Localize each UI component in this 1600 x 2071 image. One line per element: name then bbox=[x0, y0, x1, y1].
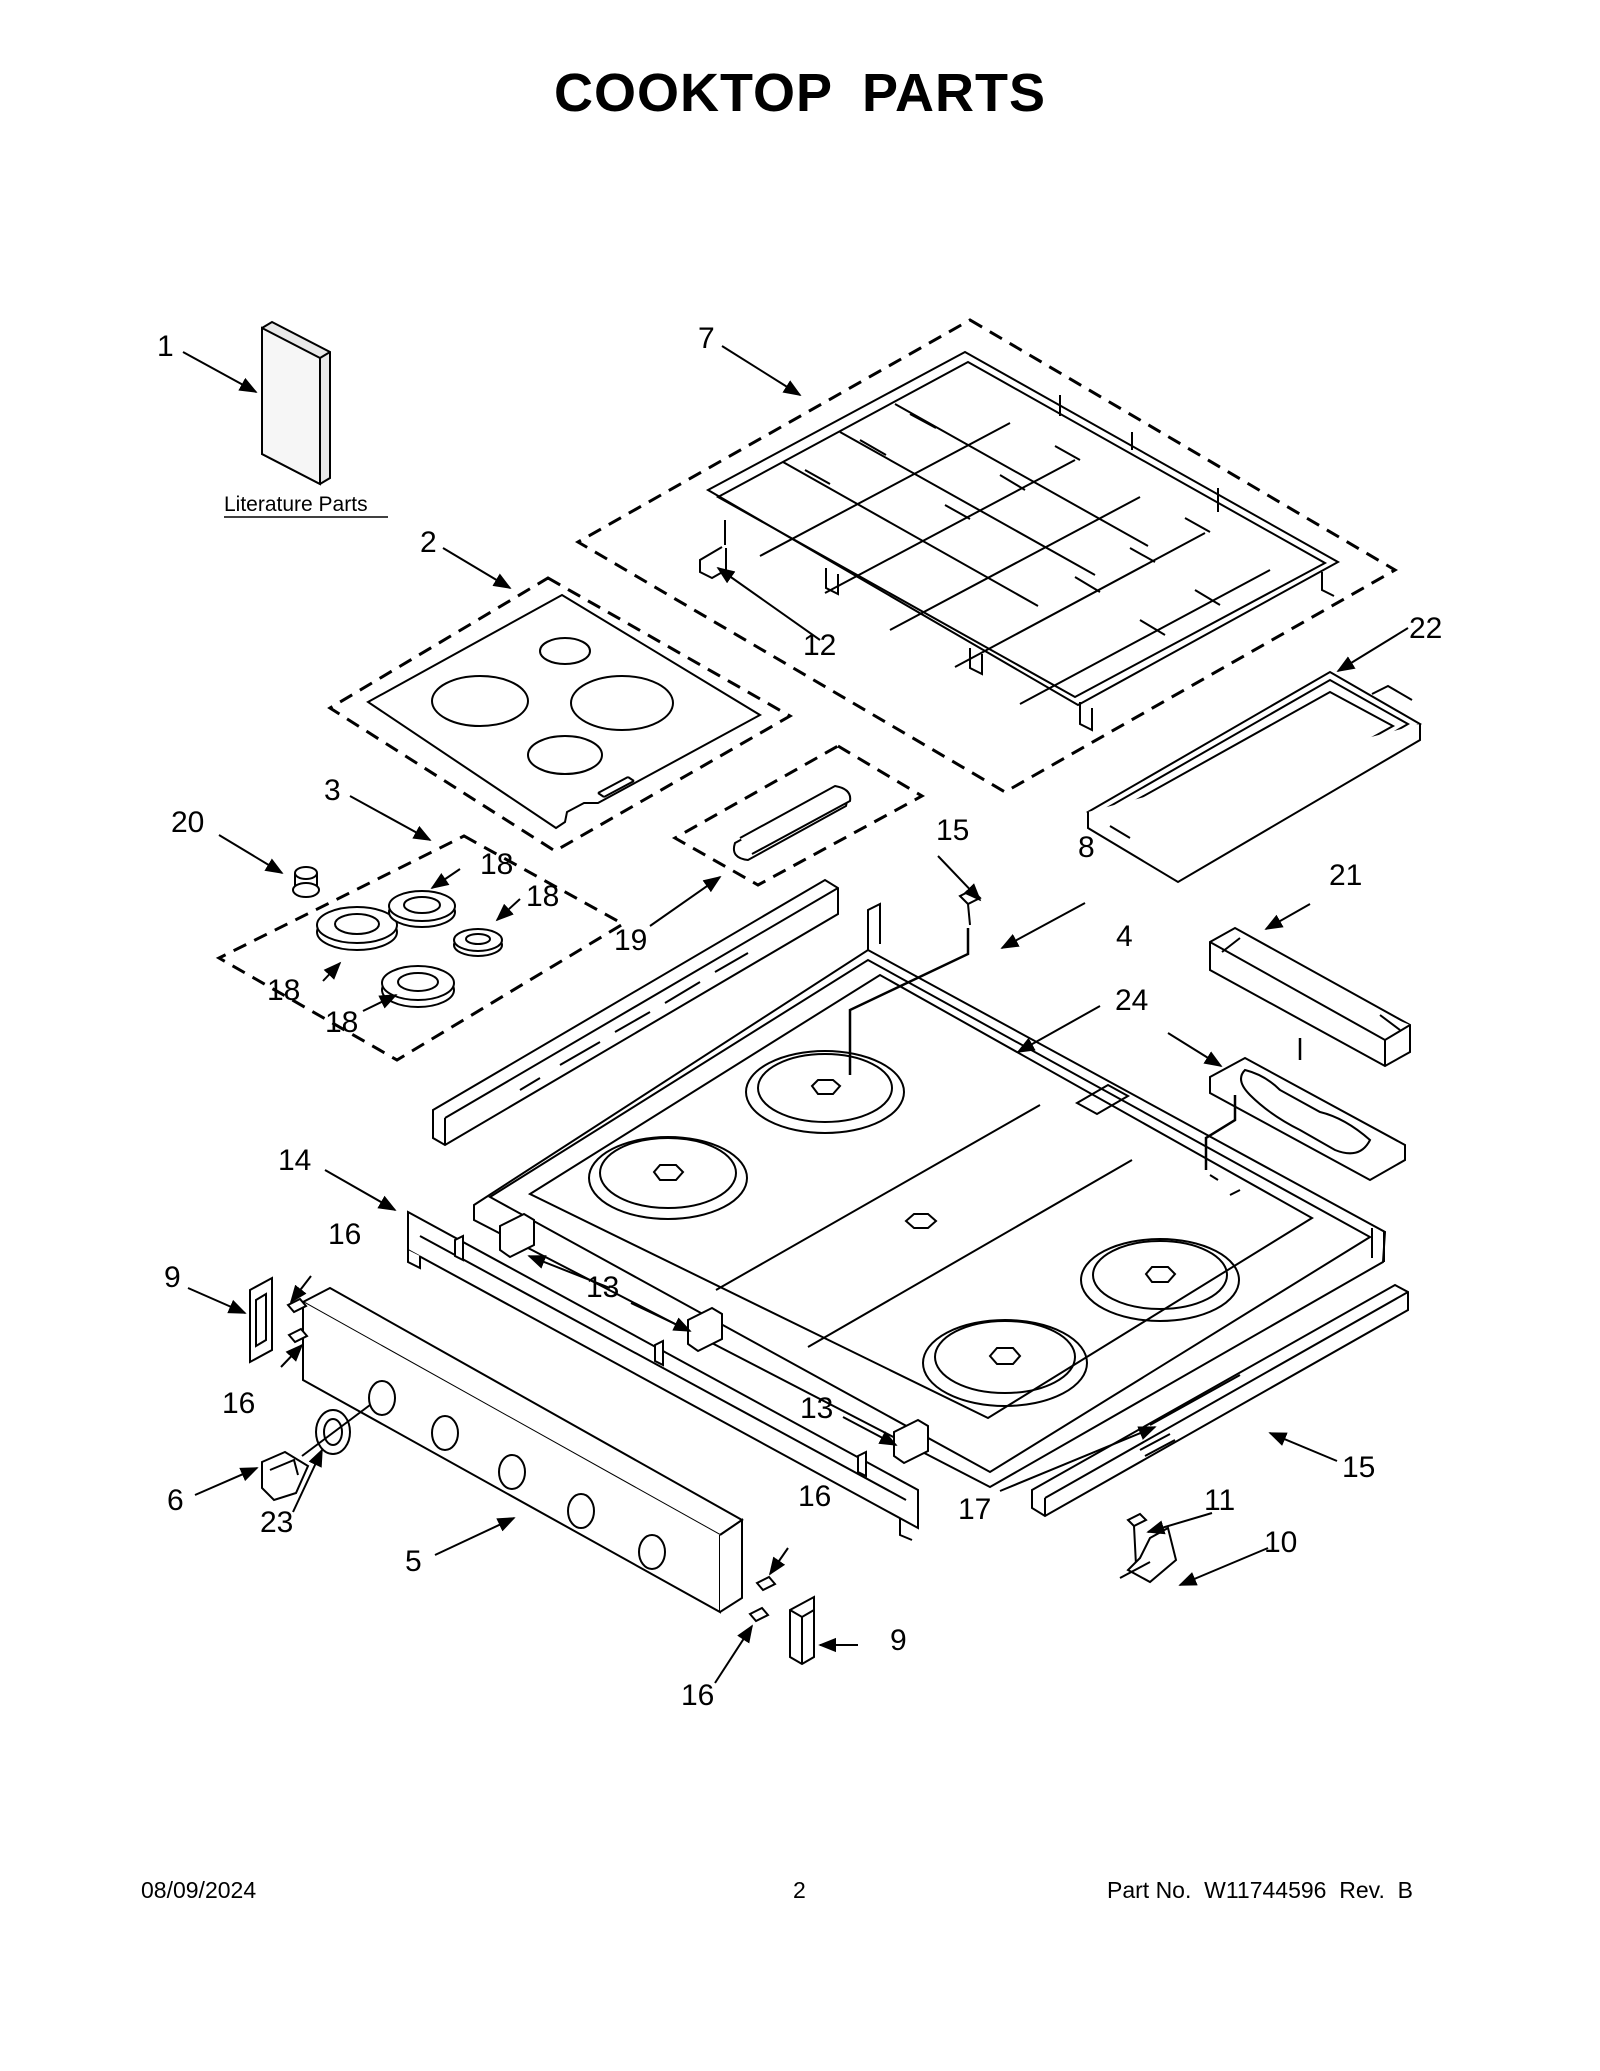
burner-caps bbox=[316, 890, 503, 1008]
burner-cap-small bbox=[453, 928, 503, 957]
cooking-grates bbox=[699, 350, 1341, 732]
grate-group-outline bbox=[574, 318, 1398, 794]
page-title: COOKTOP PARTS bbox=[553, 63, 1047, 123]
control-panel-bracket bbox=[407, 1210, 919, 1541]
callout-9-left: 9 bbox=[164, 1261, 181, 1294]
burner-group-outline bbox=[215, 834, 626, 1062]
griddle-plate bbox=[1086, 670, 1422, 884]
callout-15-right-trim: 15 bbox=[1342, 1451, 1375, 1484]
burner-cap-front bbox=[381, 965, 455, 1008]
callout-numbers: 1 2 3 4 5 6 7 8 9 9 10 11 12 13 13 14 15… bbox=[157, 322, 1442, 1712]
control-panel bbox=[300, 1286, 744, 1614]
callout-17: 17 bbox=[958, 1493, 991, 1526]
callout-16-lower-left: 16 bbox=[222, 1387, 255, 1420]
callout-6: 6 bbox=[167, 1484, 184, 1517]
callout-13-top: 13 bbox=[586, 1271, 619, 1304]
griddle-burner-cover bbox=[732, 784, 852, 862]
callout-18-small: 18 bbox=[526, 880, 559, 913]
callout-19: 19 bbox=[614, 924, 647, 957]
leader-lines bbox=[182, 345, 1409, 1684]
side-trim-left bbox=[432, 878, 839, 1147]
callout-18-rear: 18 bbox=[480, 848, 513, 881]
burner-opening-front-left bbox=[588, 1136, 748, 1220]
callout-16-lower-right: 16 bbox=[681, 1679, 714, 1712]
control-knob bbox=[261, 1450, 310, 1502]
burner-opening-rear-right bbox=[1080, 1238, 1240, 1322]
main-cooktop-frame bbox=[473, 902, 1387, 1489]
griddle-cover-outline bbox=[671, 744, 926, 887]
callout-22: 22 bbox=[1409, 612, 1442, 645]
callout-21: 21 bbox=[1329, 859, 1362, 892]
callout-10: 10 bbox=[1264, 1526, 1297, 1559]
burner-opening-front-right bbox=[922, 1319, 1088, 1407]
callout-7: 7 bbox=[698, 322, 715, 355]
callout-5: 5 bbox=[405, 1545, 422, 1578]
footer-page-number: 2 bbox=[793, 1877, 806, 1903]
callout-20: 20 bbox=[171, 806, 204, 839]
callout-3: 3 bbox=[324, 774, 341, 807]
callout-24: 24 bbox=[1115, 984, 1148, 1017]
knob-bezel bbox=[301, 1404, 371, 1457]
burner-cap-rear bbox=[388, 890, 456, 928]
connector-lines bbox=[848, 928, 1302, 1170]
footer-date: 08/09/2024 bbox=[141, 1877, 257, 1903]
end-cap-right bbox=[789, 1595, 815, 1666]
grease-tray bbox=[1209, 1056, 1406, 1182]
burner-opening-rear-left bbox=[745, 1050, 905, 1134]
burner-cap-large-left bbox=[316, 906, 398, 951]
callout-1: 1 bbox=[157, 330, 174, 363]
footer-part-number: Part No. W11744596 Rev. B bbox=[1107, 1877, 1413, 1903]
glass-group-outline bbox=[327, 576, 794, 853]
literature-booklet bbox=[261, 320, 331, 486]
callout-23: 23 bbox=[260, 1506, 293, 1539]
callout-14: 14 bbox=[278, 1144, 311, 1177]
callout-2: 2 bbox=[420, 526, 437, 559]
callout-16-upper-right: 16 bbox=[798, 1480, 831, 1513]
cooktop-glass bbox=[366, 593, 763, 830]
callout-4: 4 bbox=[1116, 920, 1133, 953]
callout-11: 11 bbox=[1204, 1484, 1235, 1517]
callout-13-lower: 13 bbox=[800, 1392, 833, 1425]
callout-9-right: 9 bbox=[890, 1624, 907, 1657]
callout-18-left: 18 bbox=[267, 974, 300, 1007]
igniter bbox=[292, 866, 320, 898]
griddle-grease-box bbox=[1209, 926, 1411, 1068]
callout-8: 8 bbox=[1078, 831, 1095, 864]
callout-16-upper-left: 16 bbox=[328, 1218, 361, 1251]
literature-parts-label: Literature Parts bbox=[224, 493, 368, 516]
side-trim-right bbox=[1031, 1283, 1409, 1518]
callout-18-front: 18 bbox=[325, 1006, 358, 1039]
callout-12: 12 bbox=[803, 629, 836, 662]
callout-15-left-trim: 15 bbox=[936, 814, 969, 847]
end-cap-left bbox=[249, 1276, 273, 1364]
bracket-clips bbox=[454, 1212, 929, 1478]
